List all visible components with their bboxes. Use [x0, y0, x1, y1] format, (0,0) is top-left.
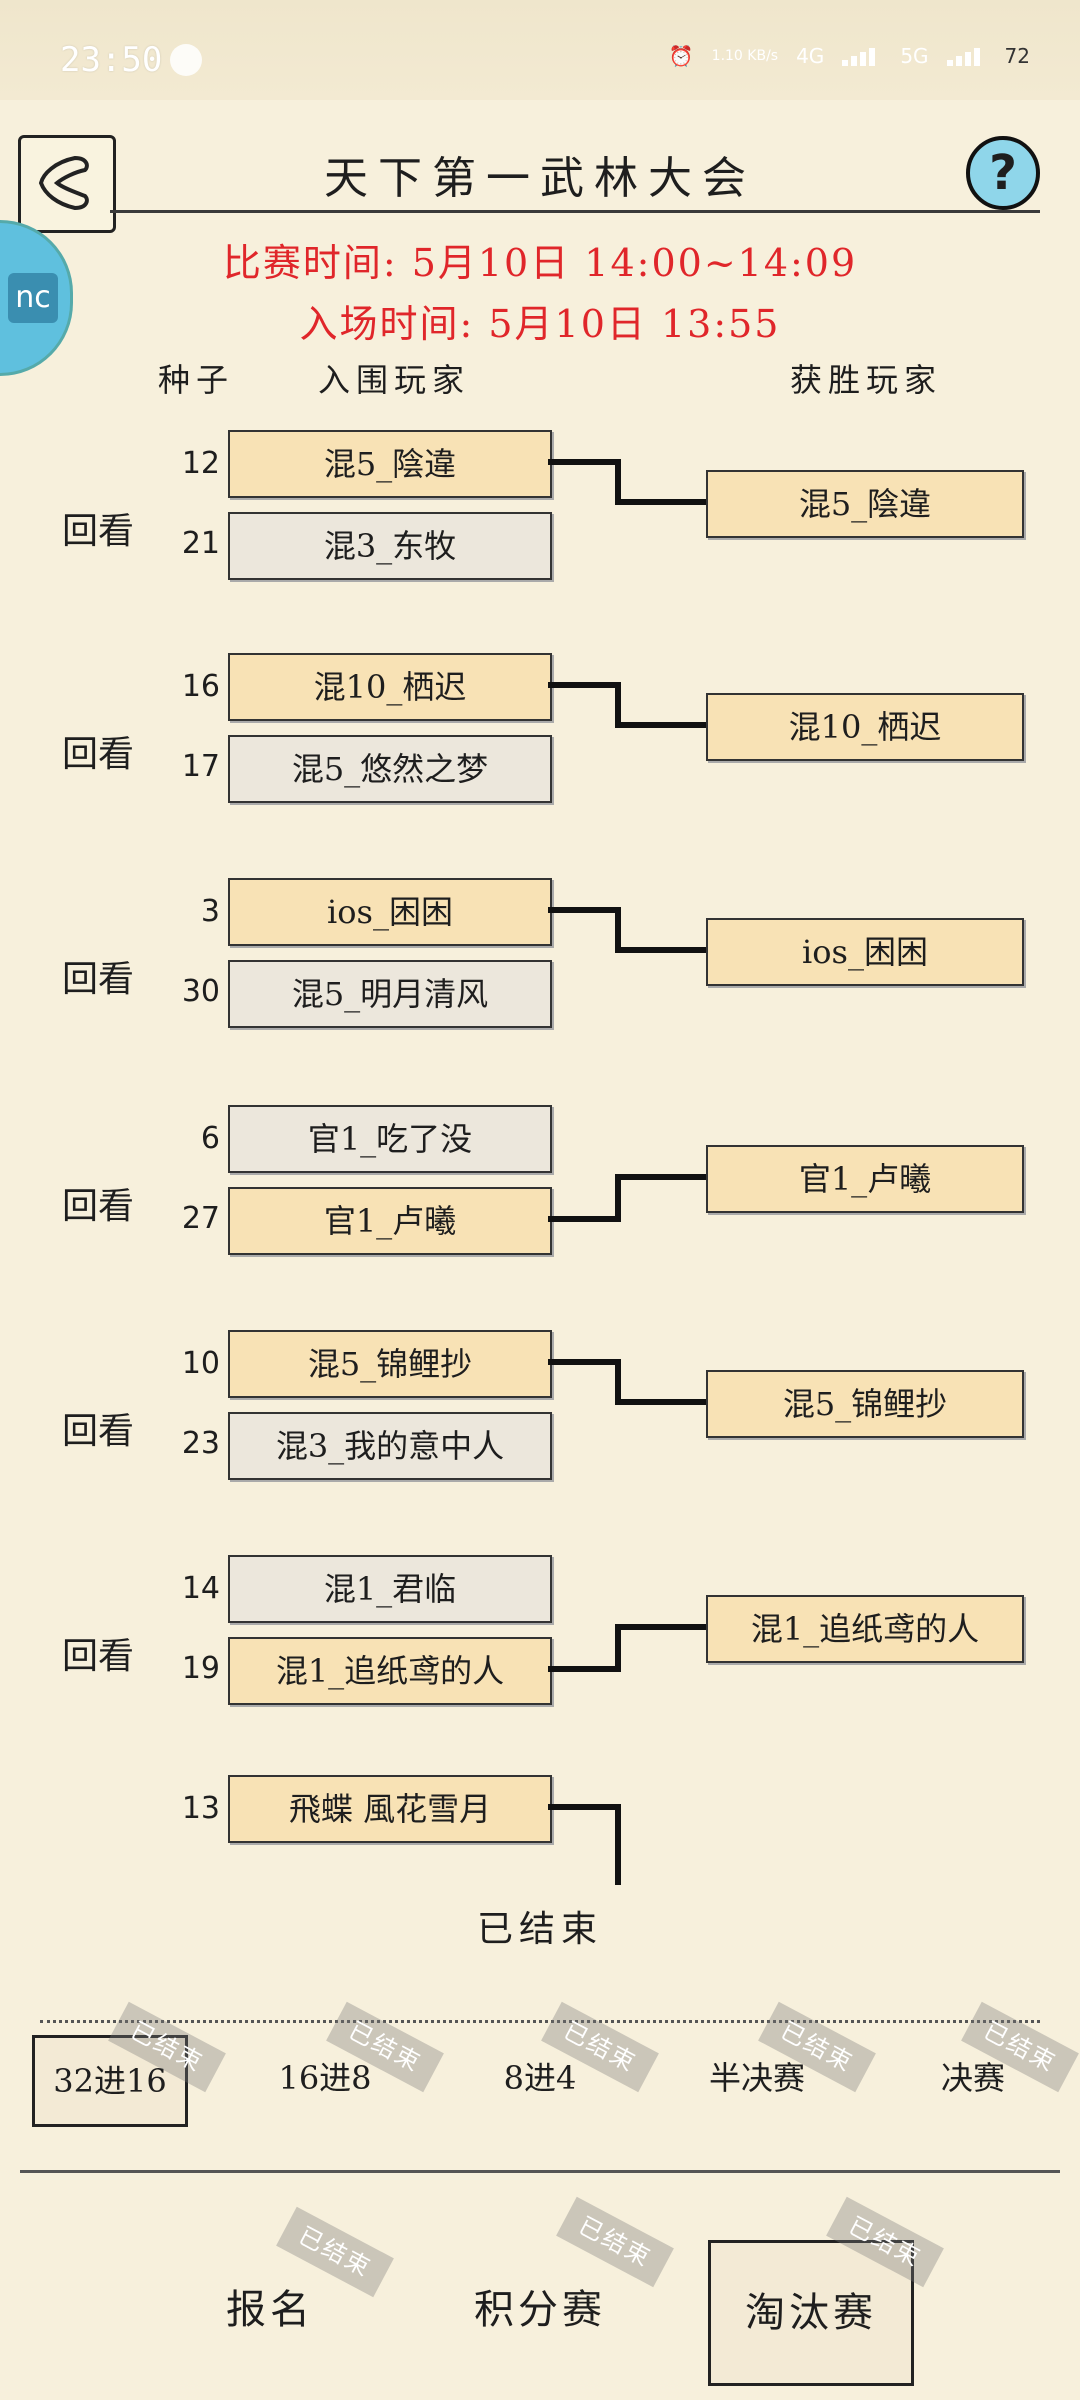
entry-time: 入场时间: 5月10日 13:55 — [299, 302, 781, 346]
side-tab[interactable]: nc — [0, 220, 73, 376]
player-b-slot[interactable]: 混5_明月清风 — [228, 960, 552, 1028]
match-row: 回看 3 ios_困困 30 混5_明月清风 ios_困困 — [0, 878, 1080, 1088]
status-right: ⏰ 1.10 KB/s 4G 5G 72 — [669, 44, 1030, 68]
help-button[interactable]: ? — [966, 136, 1040, 210]
rewatch-button[interactable]: 回看 — [62, 734, 135, 775]
winner-slot[interactable]: 混1_追纸鸢的人 — [706, 1595, 1024, 1663]
seed-a: 12 — [181, 446, 220, 481]
bracket-connector — [548, 1359, 706, 1405]
seed-a: 13 — [181, 1791, 220, 1826]
winner-slot[interactable]: 混5_陰違 — [706, 470, 1024, 538]
tab-16-8[interactable]: 16进8 — [278, 2059, 372, 2097]
player-b-slot[interactable]: 混3_东牧 — [228, 512, 552, 580]
bracket-connector — [548, 459, 706, 505]
header: 天下第一武林大会 ? — [0, 130, 1080, 233]
seed-a: 10 — [181, 1346, 220, 1381]
status-time: 23:50 — [60, 40, 163, 80]
seed-b: 19 — [181, 1651, 220, 1686]
tab-8-4[interactable]: 8进4 — [503, 2059, 577, 2097]
column-seed: 种子 — [158, 361, 235, 399]
winner-slot[interactable]: 混10_栖迟 — [706, 693, 1024, 761]
bottom-divider — [20, 2170, 1060, 2177]
net-4g: 4G — [796, 44, 825, 68]
bracket-connector — [548, 1804, 621, 1885]
round-status: 已结束 — [476, 1909, 603, 1950]
player-a-slot[interactable]: 混10_栖迟 — [228, 653, 552, 721]
player-b-slot[interactable]: 官1_卢曦 — [228, 1187, 552, 1255]
net-5g: 5G — [900, 44, 929, 68]
match-row: 回看 10 混5_锦鲤抄 23 混3_我的意中人 混5_锦鲤抄 — [0, 1330, 1080, 1540]
side-tab-label: nc — [8, 273, 58, 323]
net-speed: 1.10 KB/s — [711, 48, 779, 64]
winner-slot[interactable]: 混5_锦鲤抄 — [706, 1370, 1024, 1438]
seed-b: 27 — [181, 1201, 220, 1236]
match-row: 回看 14 混1_君临 19 混1_追纸鸢的人 混1_追纸鸢的人 — [0, 1555, 1080, 1765]
seed-b: 21 — [181, 526, 220, 561]
nav-knockout[interactable]: 淘汰赛 — [708, 2240, 914, 2386]
round-tabs: 32进16 16进8 8进4 半决赛 决赛 已结束 已结束 已结束 已结束 已结… — [0, 2001, 1080, 2127]
seed-a: 16 — [181, 669, 220, 704]
tab-32-16[interactable]: 32进16 — [32, 2035, 188, 2127]
winner-slot[interactable]: ios_困困 — [706, 918, 1024, 986]
nav-signup[interactable]: 报名 — [226, 2287, 314, 2333]
bracket-connector — [548, 1624, 706, 1672]
winner-slot[interactable]: 官1_卢曦 — [706, 1145, 1024, 1213]
player-a-slot[interactable]: 混1_君临 — [228, 1555, 552, 1623]
rewatch-button[interactable]: 回看 — [62, 1186, 135, 1227]
back-button[interactable] — [18, 135, 116, 233]
signal-5g-icon — [946, 46, 987, 66]
player-b-slot[interactable]: 混5_悠然之梦 — [228, 735, 552, 803]
round-tabs-divider — [40, 2020, 1040, 2023]
nav-points-match[interactable]: 积分赛 — [474, 2287, 606, 2333]
tab-semifinal[interactable]: 半决赛 — [708, 2059, 805, 2097]
seed-a: 3 — [200, 894, 220, 929]
bottom-nav: 报名 积分赛 淘汰赛 已结束 已结束 已结束 — [0, 2196, 1080, 2400]
match-row: 回看 6 官1_吃了没 27 官1_卢曦 官1_卢曦 — [0, 1105, 1080, 1315]
seed-b: 30 — [181, 974, 220, 1009]
player-a-slot[interactable]: ios_困困 — [228, 878, 552, 946]
bracket-connector — [548, 1174, 706, 1222]
alarm-icon: ⏰ — [668, 44, 694, 68]
bracket-connector — [548, 907, 706, 953]
column-players: 入围玩家 — [318, 361, 471, 399]
rewatch-button[interactable]: 回看 — [62, 511, 135, 552]
player-b-slot[interactable]: 混3_我的意中人 — [228, 1412, 552, 1480]
signal-4g-icon — [842, 46, 882, 66]
seed-a: 6 — [200, 1121, 220, 1156]
match-time: 比赛时间: 5月10日 14:00~14:09 — [222, 241, 858, 285]
tab-final[interactable]: 决赛 — [940, 2059, 1005, 2097]
match-row: 回看 16 混10_栖迟 17 混5_悠然之梦 混10_栖迟 — [0, 653, 1080, 863]
status-bar: 23:50 ⏰ 1.10 KB/s 4G 5G 72 — [0, 0, 1080, 100]
player-a-slot[interactable]: 混5_锦鲤抄 — [228, 1330, 552, 1398]
rewatch-button[interactable]: 回看 — [62, 959, 135, 1000]
seed-b: 17 — [181, 749, 220, 784]
rewatch-button[interactable]: 回看 — [62, 1411, 135, 1452]
rewatch-button[interactable]: 回看 — [62, 1636, 135, 1677]
seed-a: 14 — [181, 1571, 220, 1606]
player-a-slot[interactable]: 飛蝶 風花雪月 — [228, 1775, 552, 1843]
qq-icon — [170, 44, 202, 76]
bracket-connector — [548, 682, 706, 728]
player-b-slot[interactable]: 混1_追纸鸢的人 — [228, 1637, 552, 1705]
match-row: 回看 12 混5_陰違 21 混3_东牧 混5_陰違 — [0, 430, 1080, 640]
seed-b: 23 — [181, 1426, 220, 1461]
player-a-slot[interactable]: 官1_吃了没 — [228, 1105, 552, 1173]
back-arrow-icon — [38, 155, 89, 211]
column-winners: 获胜玩家 — [790, 361, 943, 399]
header-divider — [110, 210, 1040, 213]
page-title: 天下第一武林大会 — [324, 153, 756, 204]
battery-level: 72 — [1004, 44, 1030, 68]
player-a-slot[interactable]: 混5_陰違 — [228, 430, 552, 498]
match-row: 13 飛蝶 風花雪月 — [0, 1775, 1080, 1895]
